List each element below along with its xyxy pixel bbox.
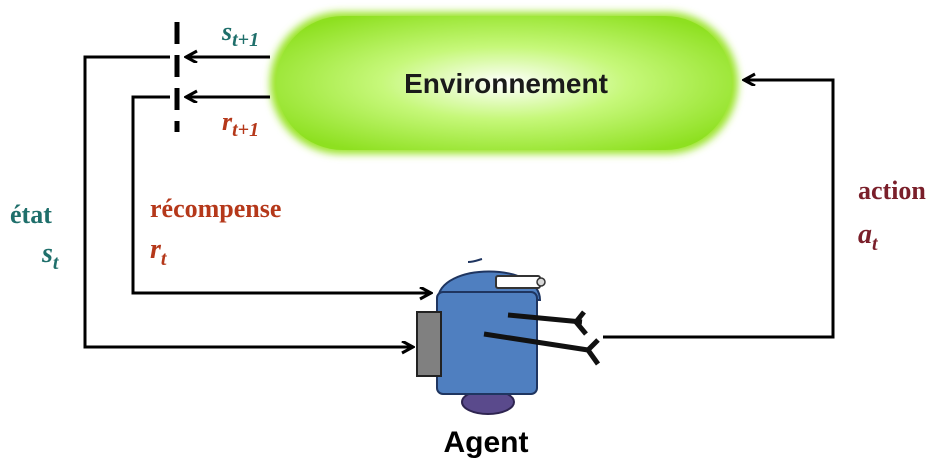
action-subscript: t [872, 233, 879, 255]
robot-side-panel [416, 311, 442, 377]
state-subscript: t [53, 252, 60, 274]
environment-shape [276, 16, 732, 150]
reward-label: récompense [150, 194, 281, 223]
state-symbol: s [41, 238, 53, 269]
robot-lower-arm [483, 331, 589, 353]
reward-symbol-label: rt [150, 234, 168, 270]
state-symbol-label: st [41, 238, 60, 274]
next-reward-label: rt+1 [222, 107, 259, 141]
next-state-subscript: t+1 [232, 29, 259, 51]
robot-sensor [495, 275, 541, 289]
next-state-label: st+1 [221, 17, 259, 51]
environment-box: Environnement [270, 12, 738, 154]
state-arrow [83, 55, 412, 347]
robot-sensor-tip [536, 277, 546, 287]
robot-antenna [467, 258, 483, 263]
robot-body [436, 291, 538, 395]
action-label: action [858, 176, 926, 205]
robot-agent-icon [416, 258, 601, 415]
robot-upper-arm [507, 312, 583, 325]
environment-label: Environnement [404, 68, 608, 99]
reward-arrow [131, 95, 430, 293]
reward-symbol: r [150, 234, 162, 265]
state-label: état [10, 200, 52, 229]
next-reward-symbol: r [222, 107, 233, 136]
next-reward-subscript: t+1 [232, 119, 259, 141]
robot-upper-claw [572, 310, 588, 336]
action-arrow [603, 80, 835, 339]
agent-label: Agent [444, 426, 529, 459]
robot-lower-claw [584, 338, 601, 366]
next-state-symbol: s [221, 17, 232, 46]
action-symbol: a [858, 219, 872, 250]
action-symbol-label: at [858, 219, 879, 255]
reward-subscript: t [161, 248, 168, 270]
